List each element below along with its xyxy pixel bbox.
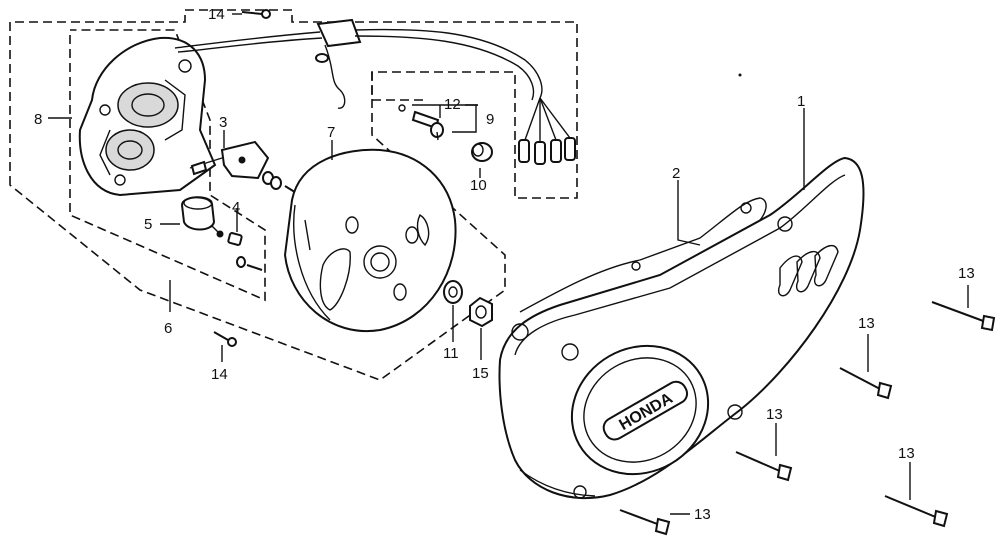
callout-13c: 13 (766, 406, 783, 423)
callout-9: 9 (486, 111, 494, 128)
gasket-hole (740, 202, 752, 214)
callout-15: 15 (472, 365, 489, 382)
stator-screw-top (241, 9, 271, 19)
callout-4: 4 (232, 199, 240, 216)
callout-13e: 13 (694, 506, 711, 523)
stator-screw-bottom (213, 331, 237, 347)
callout-11: 11 (443, 345, 459, 362)
callout-5: 5 (144, 216, 152, 233)
cover-bolt-e (619, 509, 671, 536)
callout-14b: 14 (211, 366, 228, 383)
callout-7: 7 (327, 124, 335, 141)
callout-13b: 13 (858, 315, 875, 332)
cover-bolt-b (839, 367, 893, 400)
group-outline-9 (371, 72, 425, 101)
callout-3: 3 (219, 114, 227, 131)
callout-13d: 13 (898, 445, 915, 462)
cover-bolt-c (735, 451, 793, 482)
flywheel-rotor (283, 148, 457, 333)
cam-felt (227, 232, 243, 246)
small-screw (236, 256, 263, 271)
callout-1: 1 (797, 93, 805, 110)
woodruff-key-assembly (398, 104, 444, 141)
speck (738, 73, 742, 77)
callout-8: 8 (34, 111, 42, 128)
wire-harness (174, 18, 576, 165)
flat-washer (443, 280, 463, 304)
callout-12: 12 (444, 96, 461, 113)
callout-10: 10 (470, 177, 487, 194)
gasket-hole-2 (631, 261, 641, 271)
left-crankcase-cover: HONDA (498, 156, 865, 500)
cover-bolt-d (884, 495, 949, 528)
grommet (471, 142, 493, 162)
callout-6: 6 (164, 320, 172, 337)
callout-14a: 14 (208, 6, 225, 23)
group-outline-6 (9, 9, 578, 381)
callout-13a: 13 (958, 265, 975, 282)
condenser (180, 196, 224, 238)
leader-lines (48, 13, 969, 515)
stator-base-plate (78, 36, 217, 197)
flange-nut (469, 296, 493, 328)
callout-2: 2 (672, 165, 680, 182)
contact-breaker (189, 140, 270, 180)
cover-bolt-a (931, 301, 996, 332)
